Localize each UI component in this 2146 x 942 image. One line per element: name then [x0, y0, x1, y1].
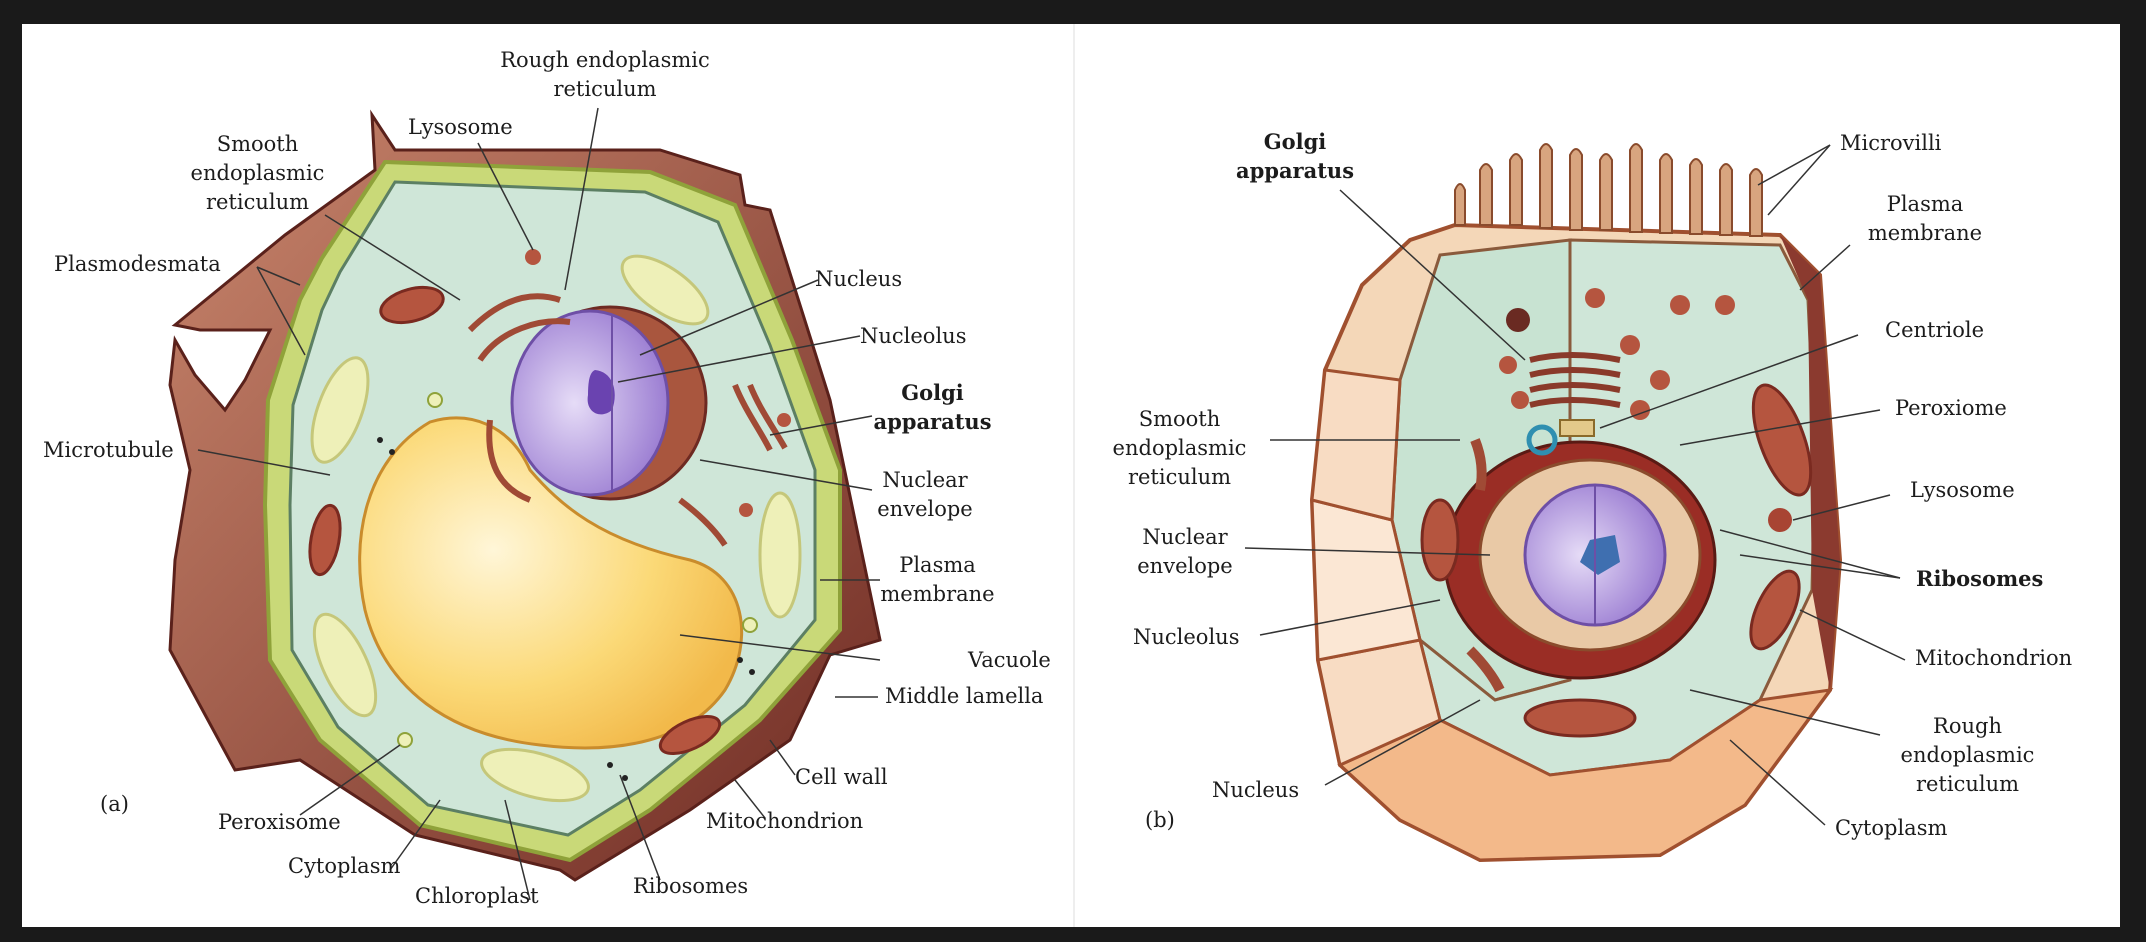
label-plant-nucleolus: Nucleolus	[860, 322, 966, 351]
label-plant-nuclear-envelope: Nuclear envelope	[865, 466, 985, 524]
label-animal-microvilli: Microvilli	[1840, 129, 1941, 158]
plant-cell	[170, 115, 880, 880]
label-animal-mitochondrion: Mitochondrion	[1915, 644, 2072, 673]
label-animal-ribosomes: Ribosomes	[1916, 564, 2043, 593]
plant-lysosome	[525, 249, 541, 265]
label-animal-smooth-er: Smooth endoplasmic reticulum	[1092, 405, 1267, 492]
label-plant-cell-wall: Cell wall	[795, 763, 888, 792]
animal-cell	[1312, 144, 1840, 860]
panel-tag-a: (a)	[100, 792, 129, 816]
label-plant-peroxisome: Peroxisome	[218, 808, 341, 837]
label-plant-ribosomes: Ribosomes	[633, 872, 748, 901]
label-plant-microtubule: Microtubule	[43, 436, 174, 465]
label-plant-cytoplasm: Cytoplasm	[288, 852, 400, 881]
label-plant-chloroplast: Chloroplast	[415, 882, 539, 911]
animal-lysosome	[1768, 508, 1792, 532]
label-animal-plasma-membrane: Plasma membrane	[1855, 190, 1995, 248]
label-animal-cytoplasm: Cytoplasm	[1835, 814, 1947, 843]
label-animal-nuclear-envelope: Nuclear envelope	[1125, 523, 1245, 581]
label-animal-nucleolus: Nucleolus	[1133, 623, 1239, 652]
animal-microvilli	[1455, 144, 1762, 236]
plant-peroxisome	[398, 733, 412, 747]
label-plant-nucleus: Nucleus	[815, 265, 902, 294]
label-animal-nucleus: Nucleus	[1212, 776, 1299, 805]
animal-mitochondrion	[1525, 700, 1635, 736]
label-plant-lysosome: Lysosome	[408, 113, 513, 142]
label-animal-peroxiome: Peroxiome	[1895, 394, 2007, 423]
label-plant-middle-lamella: Middle lamella	[885, 682, 1043, 711]
label-animal-rough-er: Rough endoplasmic reticulum	[1880, 712, 2055, 799]
panel-tag-b: (b)	[1145, 808, 1175, 832]
label-plant-rough-er: Rough endoplasmic reticulum	[490, 46, 720, 104]
animal-mitochondrion	[1422, 500, 1458, 580]
plant-chloroplast	[760, 493, 800, 617]
label-plant-plasma-membrane: Plasma membrane	[870, 551, 1005, 609]
label-animal-centriole: Centriole	[1885, 316, 1984, 345]
label-animal-lysosome: Lysosome	[1910, 476, 2015, 505]
label-animal-golgi: Golgi apparatus	[1230, 127, 1360, 185]
label-plant-golgi: Golgi apparatus	[865, 378, 1000, 436]
label-plant-mitochondrion: Mitochondrion	[706, 807, 863, 836]
label-plant-vacuole: Vacuole	[968, 646, 1051, 675]
label-plant-plasmodesmata: Plasmodesmata	[54, 250, 221, 279]
label-plant-smooth-er: Smooth endoplasmic reticulum	[170, 130, 345, 217]
